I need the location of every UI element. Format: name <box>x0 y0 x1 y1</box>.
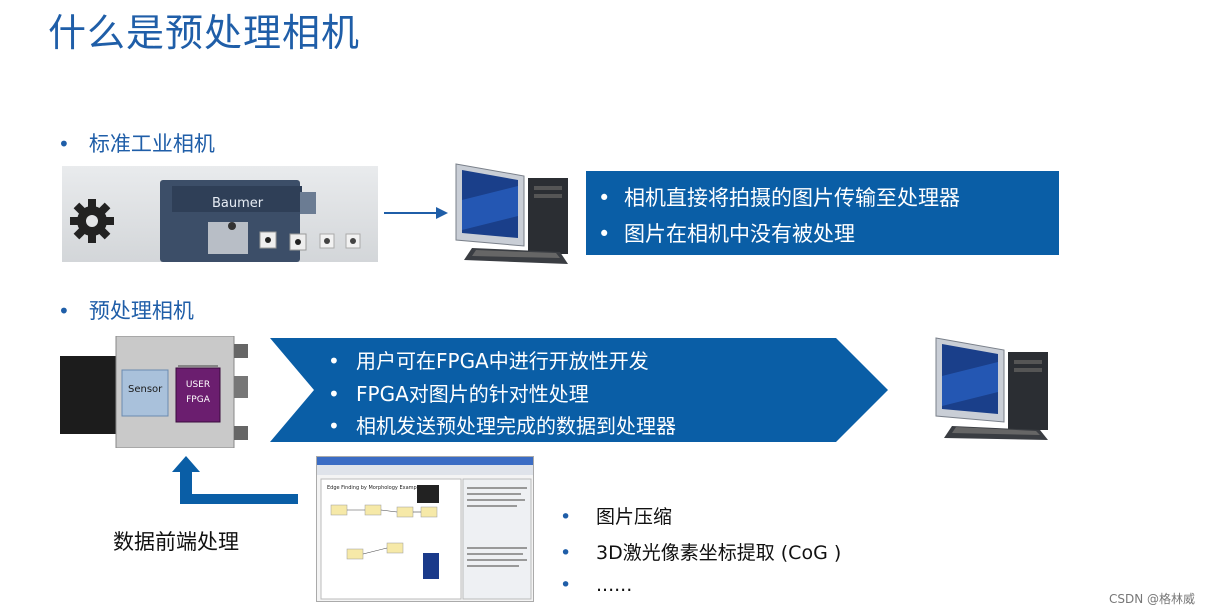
list-item: •3D激光像素坐标提取 (CoG ) <box>560 542 842 564</box>
section1-label: 标准工业相机 <box>88 132 215 156</box>
section2-heading: • 预处理相机 <box>58 295 194 325</box>
sensor-label: Sensor <box>128 384 163 395</box>
gear-icon <box>70 199 114 243</box>
software-panel-title: Edge Finding by Morphology Example <box>327 485 422 491</box>
band-line-3: •相机发送预处理完成的数据到处理器 <box>328 414 676 438</box>
description-line-1: •相机直接将拍摄的图片传输至处理器 <box>598 186 960 210</box>
watermark: CSDN @格林威 <box>1108 592 1195 606</box>
preprocessing-description-band: •用户可在FPGA中进行开放性开发 •FPGA对图片的针对性处理 •相机发送预处… <box>270 338 890 442</box>
description-line-2: •图片在相机中没有被处理 <box>598 222 855 246</box>
feedback-arrow-icon <box>172 456 298 504</box>
standard-camera-image: Baumer <box>62 166 378 262</box>
computer-icon <box>935 337 1048 440</box>
fpga-label-fpga: FPGA <box>186 395 210 405</box>
bullet-icon: • <box>58 299 70 323</box>
camera-body-illustration <box>60 336 248 448</box>
arrow-right-icon <box>384 207 448 219</box>
page-title: 什么是预处理相机 <box>48 11 361 55</box>
software-screenshot: Edge Finding by Morphology Example <box>316 456 534 602</box>
chevron-arrow-shape <box>270 338 888 442</box>
standard-camera-description-box: •相机直接将拍摄的图片传输至处理器 •图片在相机中没有被处理 <box>586 171 1059 255</box>
fpga-label-user: USER <box>185 380 211 390</box>
band-line-1: •用户可在FPGA中进行开放性开发 <box>328 349 649 373</box>
bullet-icon: • <box>58 132 70 156</box>
list-item: •...... <box>560 574 633 596</box>
band-line-2: •FPGA对图片的针对性处理 <box>328 382 589 406</box>
front-end-label: 数据前端处理 <box>113 530 239 554</box>
fpga-chip: USER FPGA <box>178 378 218 408</box>
computer-icon <box>455 163 568 264</box>
software-illustration <box>317 457 533 600</box>
preprocessing-camera-diagram: Sensor USER FPGA <box>60 336 250 448</box>
section2-label: 预处理相机 <box>88 299 194 323</box>
list-item: •图片压缩 <box>560 506 673 528</box>
camera-brand: Baumer <box>212 196 264 211</box>
camera-illustration <box>70 180 361 262</box>
section1-heading: • 标准工业相机 <box>58 128 215 158</box>
